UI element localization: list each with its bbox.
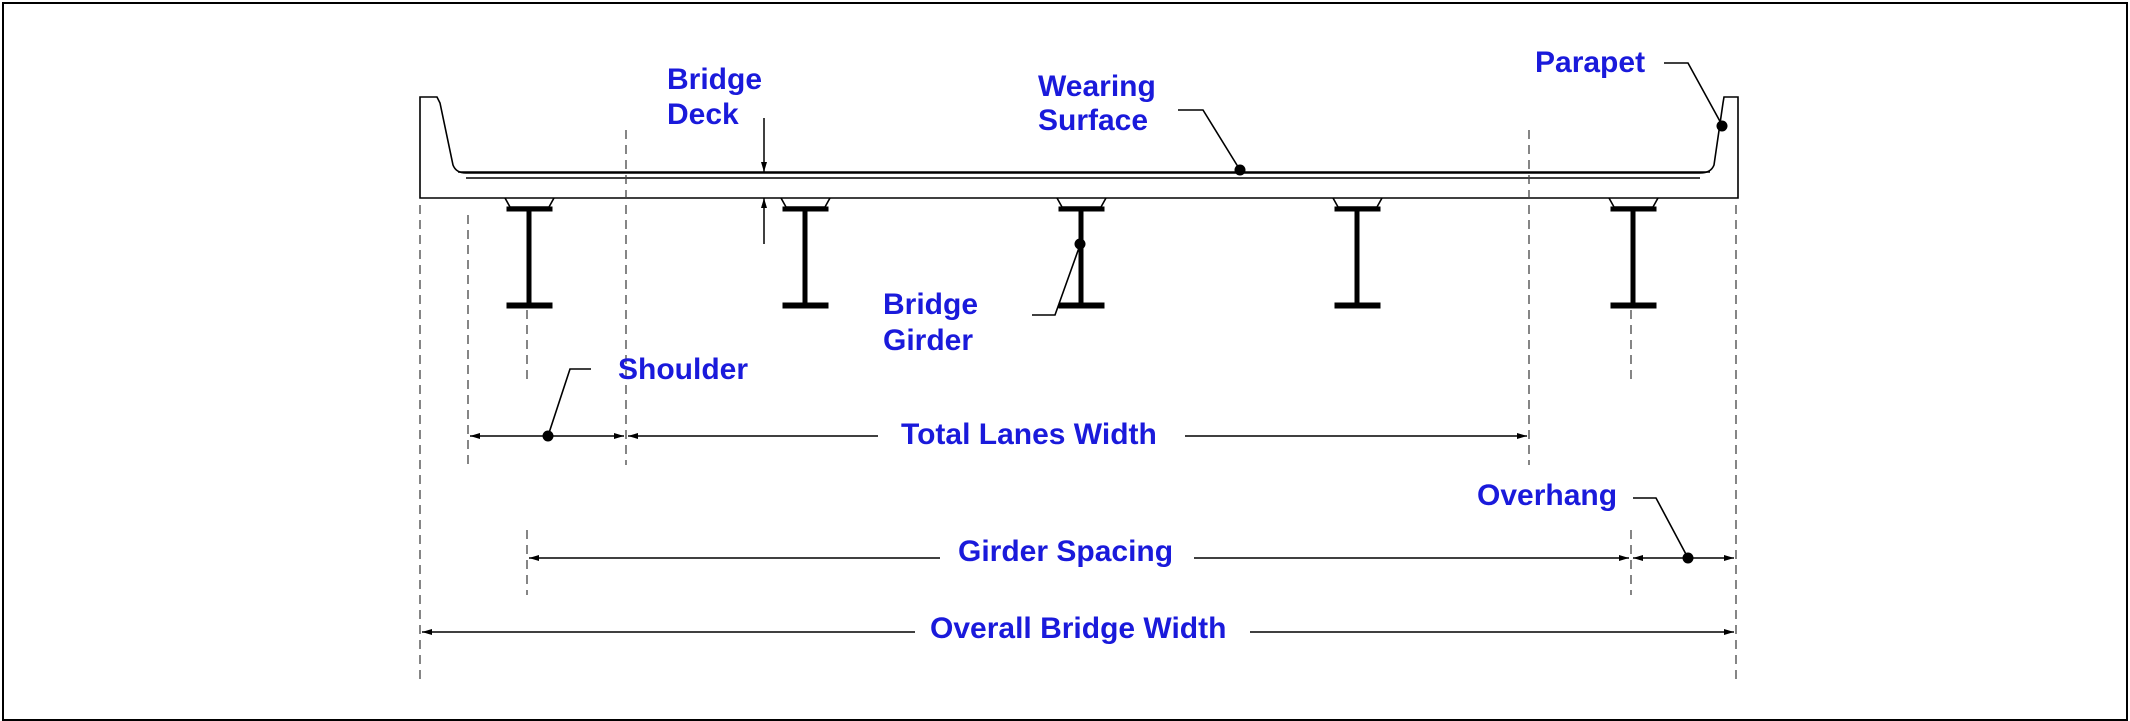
bridge-girder-label-line2: Girder bbox=[883, 324, 973, 357]
girder-spacing-label: Girder Spacing bbox=[958, 535, 1173, 568]
total-lanes-width-label: Total Lanes Width bbox=[901, 418, 1157, 451]
girder bbox=[782, 206, 829, 309]
wearing-surface-label: Wearing bbox=[1038, 70, 1156, 103]
haunches bbox=[504, 197, 1659, 208]
parapet-label: Parapet bbox=[1535, 46, 1645, 79]
overall-bridge-width-label: Overall Bridge Width bbox=[930, 612, 1226, 645]
girder bbox=[1334, 206, 1381, 309]
girder bbox=[506, 206, 553, 309]
shoulder-label: Shoulder bbox=[618, 353, 748, 386]
bridge-deck-label: Bridge bbox=[667, 63, 762, 96]
deck-slab bbox=[419, 96, 1739, 199]
girder bbox=[1610, 206, 1657, 309]
wearing-surface-label-line2: Surface bbox=[1038, 104, 1148, 137]
girders bbox=[506, 206, 1657, 309]
extension-lines bbox=[419, 130, 1737, 680]
overhang-label: Overhang bbox=[1477, 479, 1617, 512]
bridge-deck-label-line2: Deck bbox=[667, 98, 739, 131]
leaders bbox=[547, 62, 1723, 559]
bridge-girder-label: Bridge bbox=[883, 288, 978, 321]
girder bbox=[1058, 206, 1105, 309]
